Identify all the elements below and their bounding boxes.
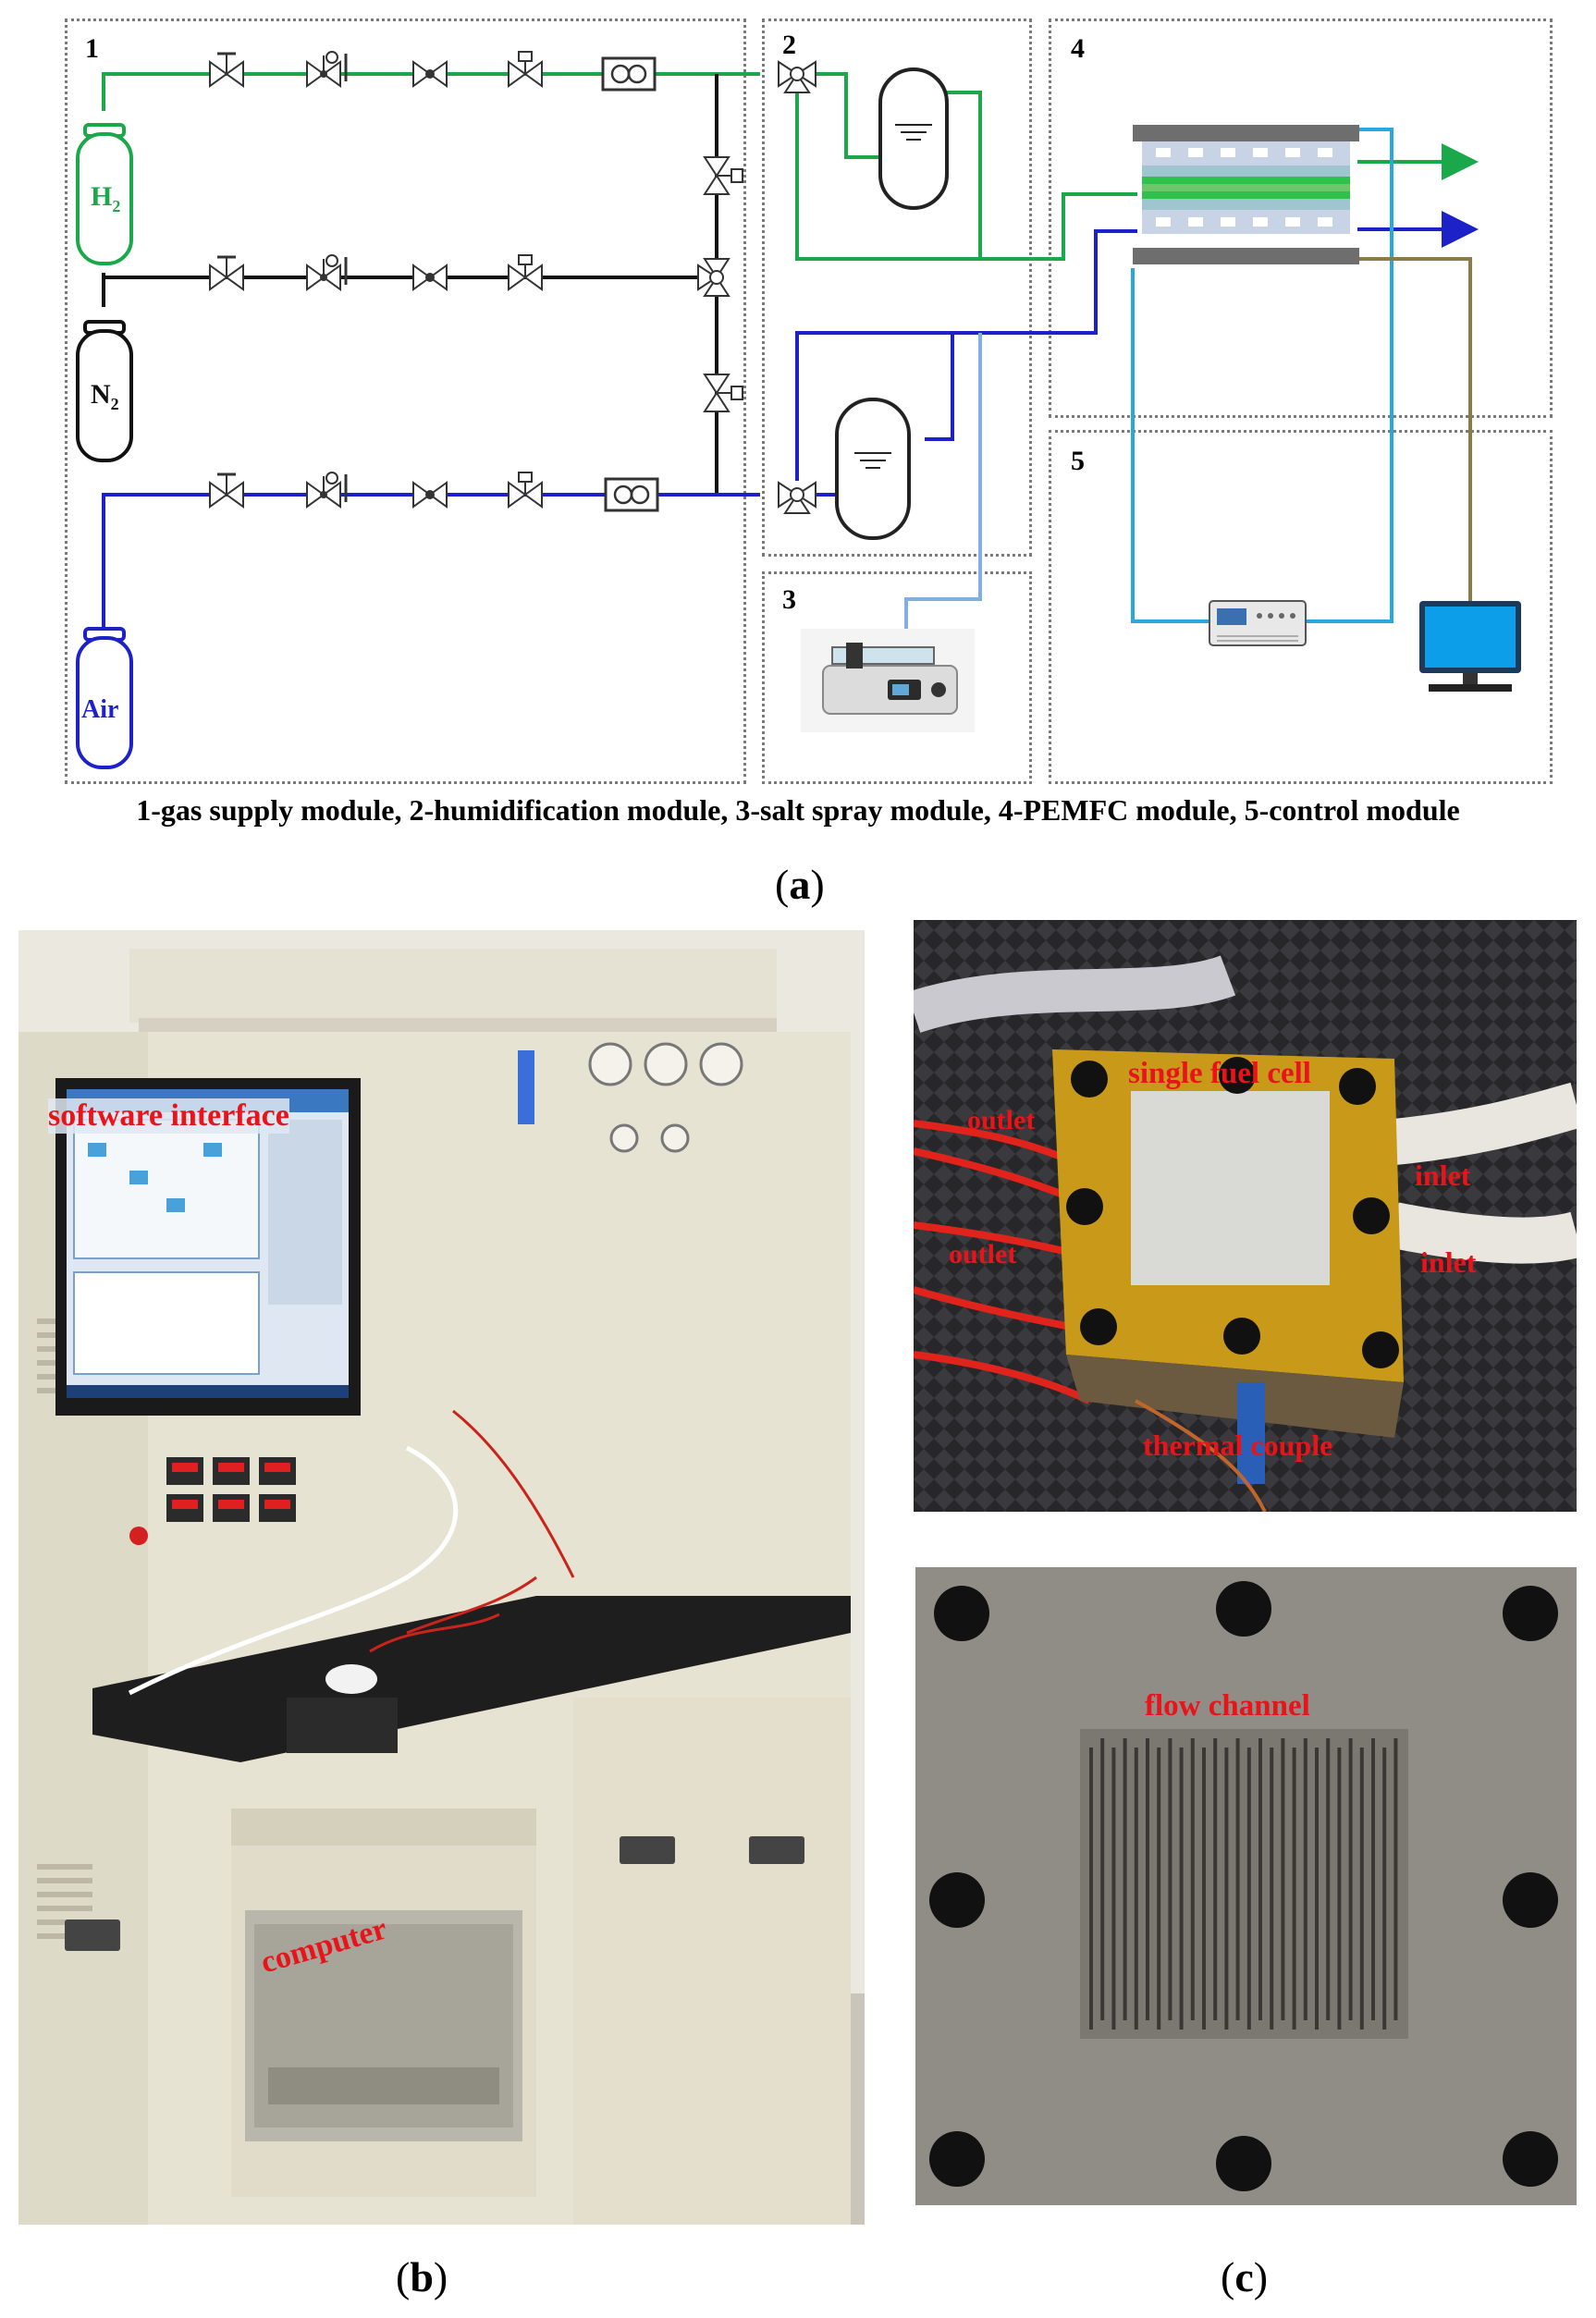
panel-label-a: (a) [775,861,825,908]
electronic-load [1209,600,1307,646]
syringe-pump [801,629,975,732]
thermal-couple-label: thermal couple [1143,1429,1333,1462]
flow-channel-photo: flow channel [915,1567,1577,2205]
module-number: 4 [1071,33,1085,64]
software-interface-label: software interface [48,1098,289,1134]
n2-label: N2 [91,379,119,413]
signal-line [1359,257,1472,601]
module-box-salt-spray [762,571,1032,784]
h2-cylinder [76,123,133,265]
flow-channel-label: flow channel [1145,1689,1310,1723]
schematic-caption: 1-gas supply module, 2-humidification mo… [136,793,1460,827]
module-box-pemfc [1049,18,1553,418]
inlet-label-lower: inlet [1420,1245,1477,1279]
module-box-humidification [762,18,1032,557]
h2-label: H2 [91,181,121,215]
module-number: 3 [782,584,796,615]
humidifier-tank-h2 [878,67,949,210]
air-label: Air [81,695,119,724]
module-number: 1 [85,33,99,64]
panel-label-c: (c) [1221,2253,1269,2300]
module-box-control [1049,430,1553,784]
monitor-icon [1419,601,1521,692]
fuel-cell-stack [1133,125,1359,264]
thermal-line [1131,128,1393,623]
panel-label-b: (b) [396,2253,448,2300]
outlet-label-lower: outlet [949,1239,1017,1269]
module-box-gas-supply [65,18,746,784]
humidifier-tank-air [835,398,911,540]
test-bench-photo: software interface computer [18,930,865,2225]
outlet-label-upper: outlet [967,1105,1036,1135]
module-number: 2 [782,30,796,60]
air-cylinder [76,627,133,769]
module-number: 5 [1071,446,1085,476]
gas-line-diagram [76,50,1521,769]
single-cell-photo: single fuel cell outlet outlet inlet inl… [914,920,1577,1512]
n2-cylinder [76,320,133,462]
single-fuel-cell-label: single fuel cell [1128,1057,1311,1090]
inlet-label-upper: inlet [1415,1159,1471,1192]
air-line [102,211,1479,647]
